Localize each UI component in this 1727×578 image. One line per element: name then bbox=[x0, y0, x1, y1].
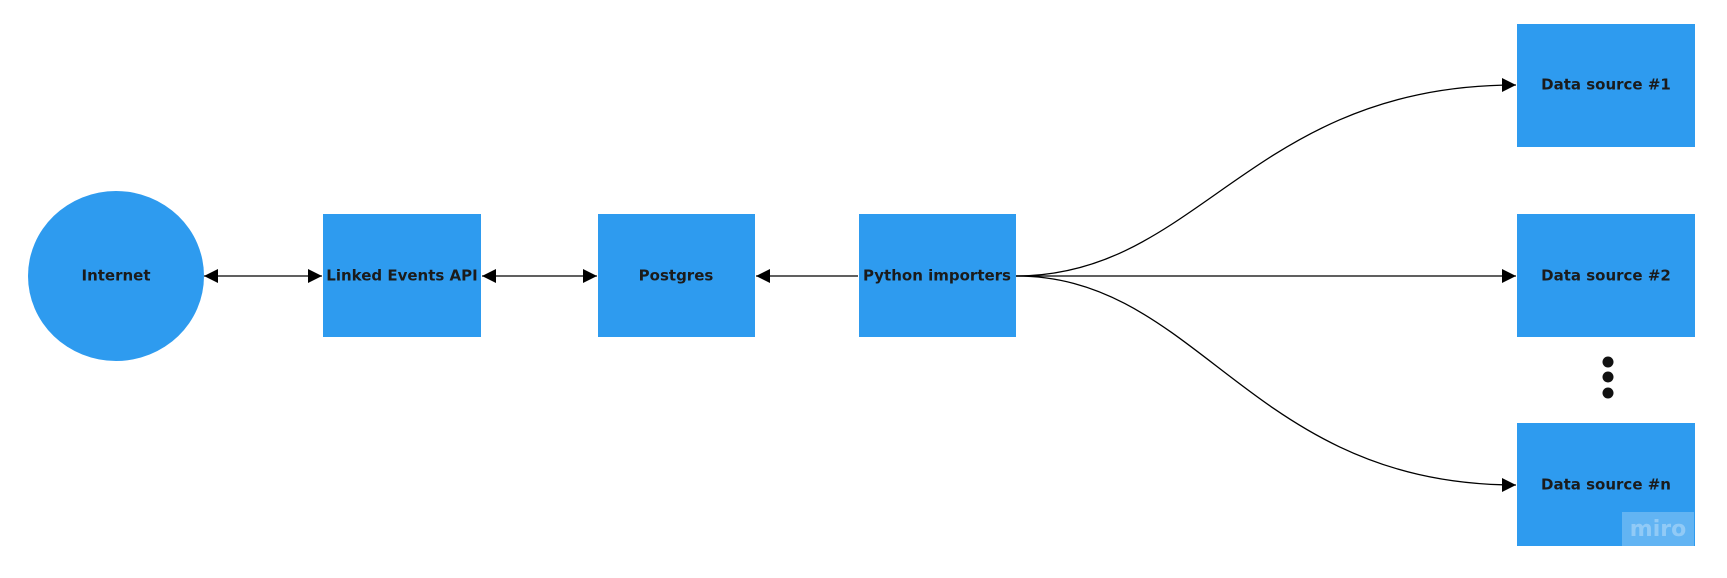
data-source-n-box bbox=[1517, 423, 1695, 546]
data-source-2-box bbox=[1517, 214, 1695, 337]
node-python-importers[interactable]: Python importers bbox=[859, 214, 1016, 337]
node-data-source-2[interactable]: Data source #2 bbox=[1517, 214, 1695, 337]
watermark-text: miro bbox=[1630, 517, 1686, 542]
internet-label: Internet bbox=[81, 267, 150, 285]
postgres-box bbox=[598, 214, 755, 337]
node-linked-events-api[interactable]: Linked Events API bbox=[323, 214, 481, 337]
python-importers-box bbox=[859, 214, 1016, 337]
python-importers-label: Python importers bbox=[863, 267, 1011, 285]
linked-events-api-label: Linked Events API bbox=[326, 267, 477, 285]
linked-events-api-box bbox=[323, 214, 481, 337]
data-source-1-label: Data source #1 bbox=[1541, 76, 1671, 94]
data-source-2-label: Data source #2 bbox=[1541, 267, 1671, 285]
node-data-source-1[interactable]: Data source #1 bbox=[1517, 24, 1695, 147]
edge-python-importers-data-source-1[interactable] bbox=[1015, 78, 1517, 277]
miro-logo-icon: miro bbox=[1622, 512, 1694, 546]
edge-python-importers-data-source-n[interactable] bbox=[1015, 275, 1517, 492]
node-internet[interactable]: Internet bbox=[28, 191, 204, 361]
data-source-1-box bbox=[1517, 24, 1695, 147]
node-data-source-n[interactable]: Data source #n bbox=[1517, 423, 1695, 546]
vertical-ellipsis-icon bbox=[1602, 356, 1614, 399]
edges bbox=[204, 78, 1517, 492]
postgres-label: Postgres bbox=[639, 267, 714, 285]
internet-circle bbox=[28, 191, 204, 361]
data-source-n-label: Data source #n bbox=[1541, 476, 1671, 494]
node-postgres[interactable]: Postgres bbox=[598, 214, 755, 337]
